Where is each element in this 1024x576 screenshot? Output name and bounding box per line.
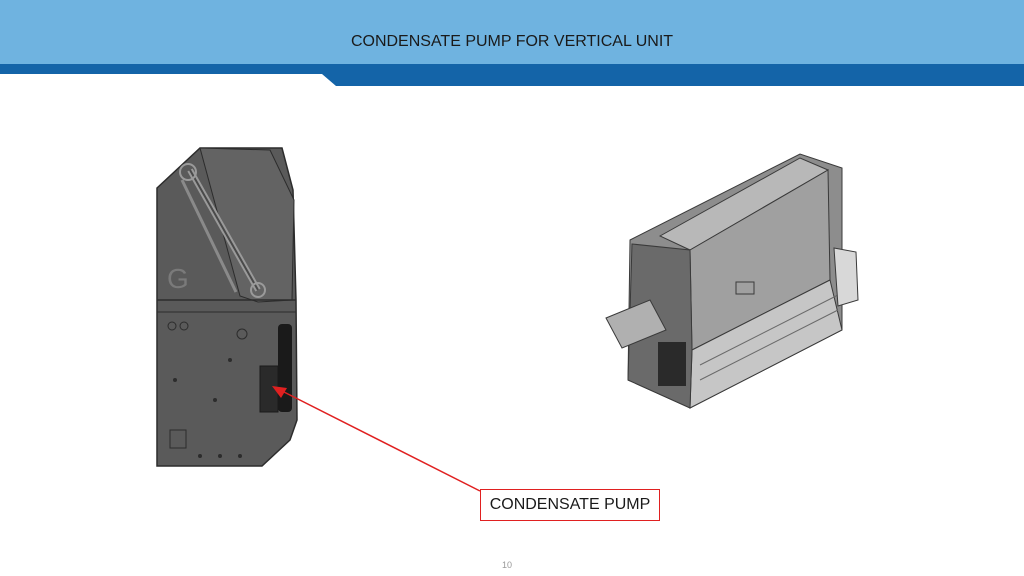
vertical-unit-drawing: G	[156, 147, 298, 467]
header-accent-band	[0, 64, 1024, 86]
condensate-pump-label: CONDENSATE PUMP	[480, 489, 660, 521]
svg-text:G: G	[167, 263, 189, 294]
callout-arrow	[272, 386, 481, 492]
slide-title: CONDENSATE PUMP FOR VERTICAL UNIT	[350, 33, 674, 50]
header-band-shape	[0, 64, 1024, 86]
isometric-unit-drawing	[605, 153, 859, 409]
slide-header	[0, 0, 1024, 64]
page-number: 10	[501, 560, 512, 570]
